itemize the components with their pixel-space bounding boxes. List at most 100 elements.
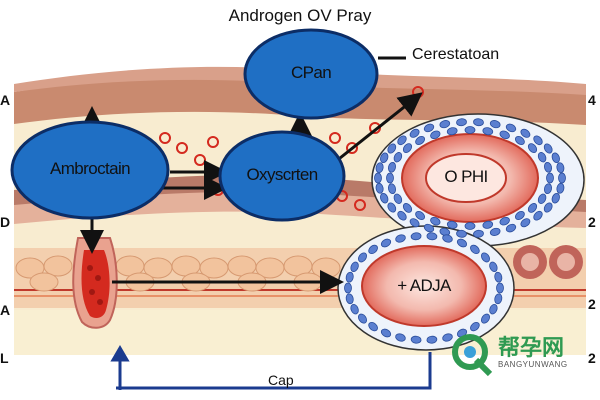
blue-cell — [505, 123, 517, 133]
blue-cell — [537, 193, 547, 204]
blue-cell — [556, 162, 565, 174]
blue-cell — [380, 328, 392, 338]
diagram-title: Androgen OV Pray — [228, 6, 372, 25]
blue-cell-ring-top-inner — [386, 126, 554, 230]
blue-cell — [446, 127, 458, 136]
blue-cell — [515, 210, 525, 221]
blue-cell — [556, 182, 565, 194]
blue-cell — [388, 161, 396, 173]
right-marker-1: 4 — [588, 92, 596, 108]
blue-cell — [537, 152, 547, 163]
blue-cell — [527, 203, 538, 213]
blue-cell — [395, 333, 406, 342]
blue-cell — [430, 216, 441, 226]
blue-cell — [470, 244, 480, 255]
blue-cell — [543, 202, 553, 213]
blue-cell — [387, 143, 397, 154]
blue-cell — [464, 222, 476, 230]
blue-cell — [527, 143, 538, 153]
blue-cell-ring-bottom — [344, 232, 504, 344]
feedback-bracket — [110, 345, 432, 390]
blue-cell — [358, 252, 367, 263]
blue-cell — [456, 229, 467, 238]
blue-cell — [533, 210, 543, 221]
blue-cell — [410, 335, 422, 344]
blue-cell — [386, 172, 394, 184]
node-shapes — [10, 28, 379, 222]
blue-cell — [409, 128, 420, 138]
blue-cell — [499, 130, 510, 140]
blue-cell — [368, 244, 378, 255]
blue-cell — [426, 335, 438, 344]
blue-cell — [393, 152, 403, 163]
blue-cell — [358, 313, 367, 324]
blue-cell — [368, 321, 378, 332]
node-cpan: CPan — [290, 63, 332, 82]
blue-cell — [395, 234, 406, 243]
blue-cell — [482, 127, 494, 136]
blue-cell — [423, 123, 435, 133]
label-bottom: Cap — [268, 372, 294, 388]
blue-cell — [375, 162, 384, 174]
blue-cell — [442, 333, 453, 342]
blue-cell — [505, 223, 517, 233]
blue-cell — [481, 252, 490, 263]
blue-cell — [551, 152, 560, 164]
right-marker-2: 2 — [588, 214, 596, 230]
blue-cell — [551, 192, 560, 204]
node-ambroctain: Ambroctain — [50, 159, 131, 178]
blue-cell — [520, 218, 531, 228]
blue-cell — [344, 282, 352, 294]
node-ophi: O PHI — [444, 167, 488, 186]
blue-cell — [415, 210, 425, 221]
blue-cell — [533, 135, 543, 146]
fat-cell-row — [15, 255, 341, 292]
blue-cell — [415, 135, 425, 146]
blue-cell — [489, 304, 498, 315]
blue-cell — [446, 220, 458, 229]
blue-cell — [380, 152, 389, 164]
left-marker-3: A — [0, 302, 11, 318]
blue-cell — [375, 182, 384, 194]
blue-cell — [473, 118, 484, 127]
watermark-chinese: 帮孕网 — [498, 336, 565, 361]
small-vessels — [513, 245, 583, 279]
blue-cell — [423, 223, 435, 233]
blue-cell — [350, 261, 359, 272]
blue-cell — [558, 172, 566, 184]
blue-cell — [397, 210, 407, 221]
blue-cell — [496, 282, 504, 294]
blue-cell — [489, 120, 501, 129]
blue-cell — [380, 238, 392, 248]
watermark-english: BANGYUNWANG — [498, 360, 568, 369]
blue-cell — [345, 293, 354, 305]
blue-cell — [345, 271, 354, 283]
blue-cell — [380, 192, 389, 204]
left-marker-1: A — [0, 92, 11, 108]
blue-cell — [350, 304, 359, 315]
blood-vessel-cluster — [72, 237, 118, 329]
blue-cell-ring-top — [374, 118, 566, 238]
blue-cell — [520, 128, 531, 138]
blue-cell — [397, 135, 407, 146]
blue-cell — [410, 232, 422, 241]
blue-cell — [439, 120, 451, 129]
blue-cell — [515, 135, 525, 146]
blue-cell — [494, 293, 503, 305]
node-adja: + ADJA — [397, 276, 451, 295]
blue-cell — [402, 203, 413, 213]
blue-cell — [473, 229, 484, 238]
blue-cell — [494, 271, 503, 283]
cell-body-bottom — [337, 225, 515, 351]
blue-cell — [546, 172, 554, 184]
watermark-logo-icon — [452, 334, 493, 377]
blue-cell — [470, 321, 480, 332]
blue-cell — [388, 183, 396, 195]
blue-cell — [426, 232, 438, 241]
blue-cell — [489, 261, 498, 272]
blue-cell — [374, 172, 382, 184]
right-marker-3: 2 — [588, 296, 596, 312]
blue-cell — [430, 130, 441, 140]
blue-cell — [393, 193, 403, 204]
